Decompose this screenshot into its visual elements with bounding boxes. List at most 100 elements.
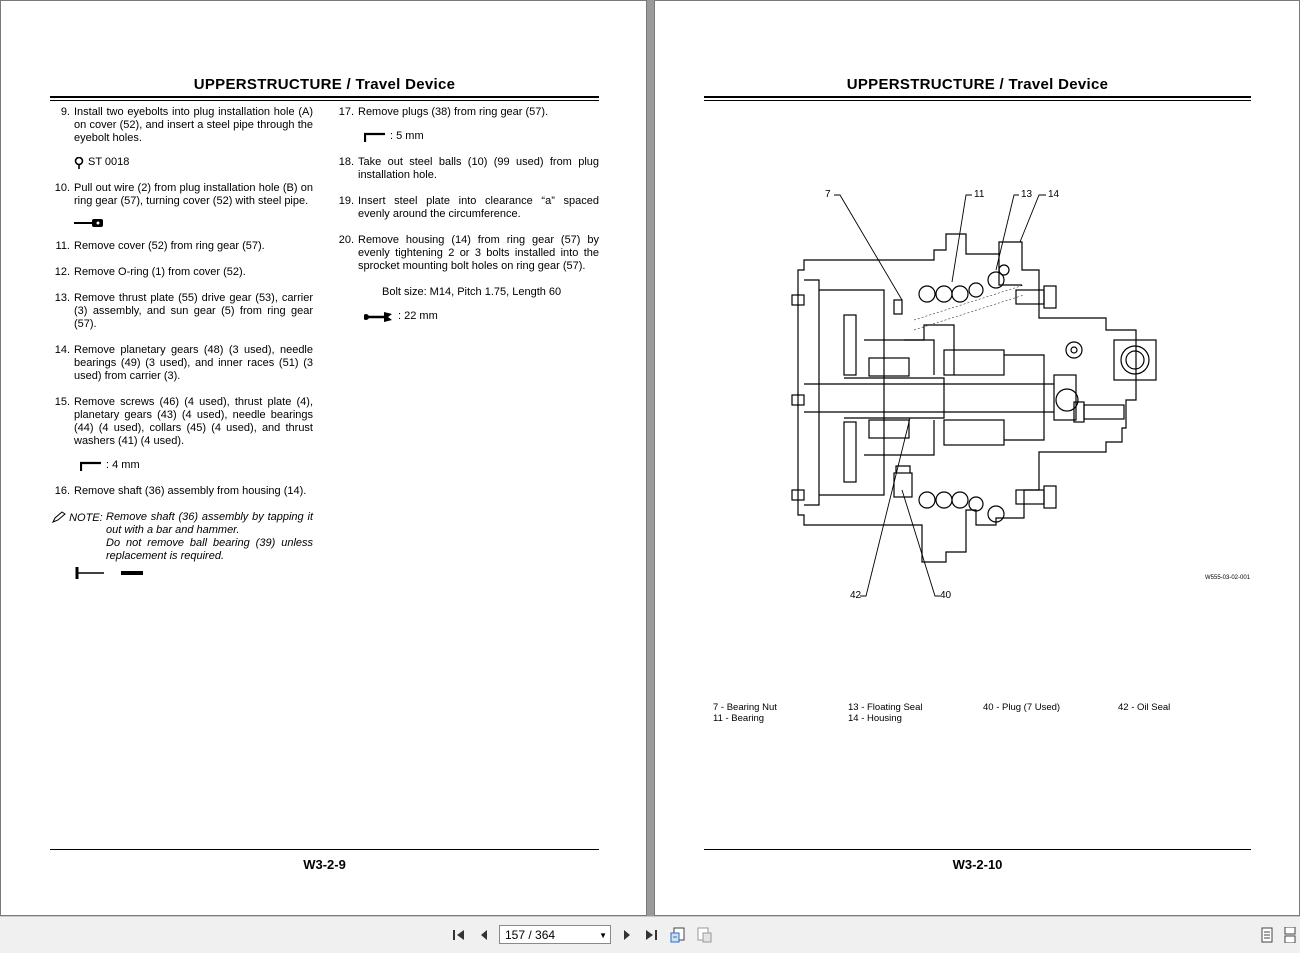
step-number: 12. xyxy=(54,266,70,278)
step-number: 20. xyxy=(338,234,354,246)
step-number: 10. xyxy=(54,182,70,194)
tool-size: : 5 mm xyxy=(390,130,424,142)
legend-item: 7 - Bearing Nut xyxy=(713,702,777,713)
tool-spec: : 4 mm xyxy=(80,459,313,472)
step-number: 18. xyxy=(338,156,354,168)
legend-item: 42 - Oil Seal xyxy=(1118,702,1171,713)
hex-key-icon xyxy=(80,461,101,471)
chevron-right-icon xyxy=(624,930,630,940)
step-number: 19. xyxy=(338,195,354,207)
step-text: Remove thrust plate (55) drive gear (53)… xyxy=(74,292,313,330)
go-back-view-button[interactable] xyxy=(670,927,686,943)
left-column-2: 17. Remove plugs (38) from ring gear (57)… xyxy=(336,106,599,336)
procedure-step: 12. Remove O-ring (1) from cover (52). xyxy=(52,266,313,279)
callout-11: 11 xyxy=(974,189,985,200)
legend-item: 11 - Bearing xyxy=(713,713,765,724)
procedure-step: 19. Insert steel plate into clearance “a”… xyxy=(336,195,599,221)
procedure-step: 15. Remove screws (46) (4 used), thrust p… xyxy=(52,396,313,448)
step-text: Remove O-ring (1) from cover (52). xyxy=(74,266,246,278)
legend-item: 14 - Housing xyxy=(848,713,902,724)
step-number: 14. xyxy=(54,344,70,356)
back-view-icon xyxy=(670,927,685,943)
procedure-step: 16.Remove shaft (36) assembly from housi… xyxy=(52,485,313,498)
continuous-pages-icon xyxy=(1284,927,1296,943)
step-text: Remove planetary gears (48) (3 used), ne… xyxy=(74,344,313,382)
single-page-icon xyxy=(1261,927,1273,943)
continuous-view-button[interactable] xyxy=(1282,927,1298,943)
skip-first-icon xyxy=(453,930,464,940)
step-number: 11. xyxy=(55,240,70,252)
header-rule-thin xyxy=(50,100,599,101)
first-page-button[interactable] xyxy=(451,927,467,943)
legend-col-4: 42 - Oil Seal xyxy=(1118,702,1170,713)
travel-device-cross-section-diagram xyxy=(791,194,1157,597)
bolt-size-spec: Bolt size: M14, Pitch 1.75, Length 60 xyxy=(382,286,562,298)
note-line: Remove shaft (36) assembly by tapping it… xyxy=(106,511,313,536)
note-label: NOTE: xyxy=(51,511,103,525)
step-text: Remove plugs (38) from ring gear (57). xyxy=(358,106,549,118)
callout-42: 42 xyxy=(850,590,862,601)
step-number: 17. xyxy=(338,106,354,118)
step-text: Remove cover (52) from ring gear (57). xyxy=(74,240,265,252)
procedure-step: 17. Remove plugs (38) from ring gear (57)… xyxy=(336,106,599,119)
callout-13: 13 xyxy=(1021,189,1033,200)
left-page-header: UPPERSTRUCTURE / Travel Device xyxy=(193,76,456,93)
special-tool-icon xyxy=(74,156,84,169)
step-text: Pull out wire (2) from plug installation… xyxy=(74,182,313,207)
legend-item: 13 - Floating Seal xyxy=(848,702,923,713)
figure-id: W555-03-02-001 xyxy=(1205,575,1251,581)
previous-page-button[interactable] xyxy=(476,927,492,943)
pencil-icon xyxy=(51,511,66,523)
legend-col-1: 7 - Bearing Nut 11 - Bearing xyxy=(713,702,777,724)
tool-size: : 22 mm xyxy=(398,310,438,322)
tool-spec: : 22 mm xyxy=(364,310,599,323)
wrench-icon xyxy=(364,311,392,322)
footer-rule xyxy=(50,849,599,850)
step-text: Install two eyebolts into plug installat… xyxy=(74,106,313,144)
note-block: NOTE:Remove shaft (36) assembly by tappi… xyxy=(51,511,313,563)
note-line: Do not remove ball bearing (39) unless r… xyxy=(106,537,313,562)
legend-item: 40 - Plug (7 Used) xyxy=(983,702,1061,713)
procedure-step: 18. Take out steel balls (10) (99 used) f… xyxy=(336,156,599,182)
left-page: UPPERSTRUCTURE / Travel Device 9.Install… xyxy=(0,0,647,916)
single-page-view-button[interactable] xyxy=(1259,927,1275,943)
chevron-left-icon xyxy=(481,930,487,940)
page-indicator: 157 / 364 xyxy=(505,928,556,942)
tool-spec: ST 0018 xyxy=(74,156,313,169)
hammer-and-bar-tools xyxy=(74,567,313,579)
right-page-header: UPPERSTRUCTURE / Travel Device xyxy=(846,76,1109,93)
step-text: Remove shaft (36) assembly from housing … xyxy=(74,485,307,497)
skip-last-icon xyxy=(646,930,657,940)
last-page-button[interactable] xyxy=(643,927,659,943)
callout-40: 40 xyxy=(940,590,952,601)
go-forward-view-button[interactable] xyxy=(696,927,712,943)
tool-size: ST 0018 xyxy=(88,156,130,168)
step-number: 15. xyxy=(54,396,70,408)
forward-view-icon xyxy=(697,927,712,943)
page-number-input[interactable]: 157 / 364 ▼ xyxy=(499,925,611,944)
procedure-step: 13.Remove thrust plate (55) drive gear (… xyxy=(52,292,313,331)
bar-icon xyxy=(121,571,143,575)
step-text: Remove housing (14) from ring gear (57) … xyxy=(358,234,599,272)
step-text: Insert steel plate into clearance “a” sp… xyxy=(358,195,599,220)
footer-rule xyxy=(704,849,1251,850)
hammer-icon xyxy=(75,567,104,579)
step-text: Take out steel balls (10) (99 used) from… xyxy=(358,156,599,181)
header-rule xyxy=(50,96,599,98)
tool-size: : 4 mm xyxy=(106,459,140,471)
header-rule xyxy=(704,96,1251,98)
hex-key-icon xyxy=(364,132,385,142)
right-page-number: W3-2-10 xyxy=(952,857,1003,872)
chevron-down-icon[interactable]: ▼ xyxy=(599,931,607,940)
socket-wrench-icon xyxy=(74,219,103,227)
tool-spec-socket xyxy=(74,219,313,227)
procedure-step: 14. Remove planetary gears (48) (3 used),… xyxy=(52,344,313,383)
step-text: Remove screws (46) (4 used), thrust plat… xyxy=(74,396,313,447)
procedure-step: 20. Remove housing (14) from ring gear (5… xyxy=(336,234,599,273)
procedure-step: 9.Install two eyebolts into plug install… xyxy=(52,106,313,145)
callout-7: 7 xyxy=(825,189,831,200)
tool-spec: : 5 mm xyxy=(364,130,599,143)
next-page-button[interactable] xyxy=(619,927,635,943)
callout-14: 14 xyxy=(1048,189,1060,200)
header-rule-thin xyxy=(704,100,1251,101)
